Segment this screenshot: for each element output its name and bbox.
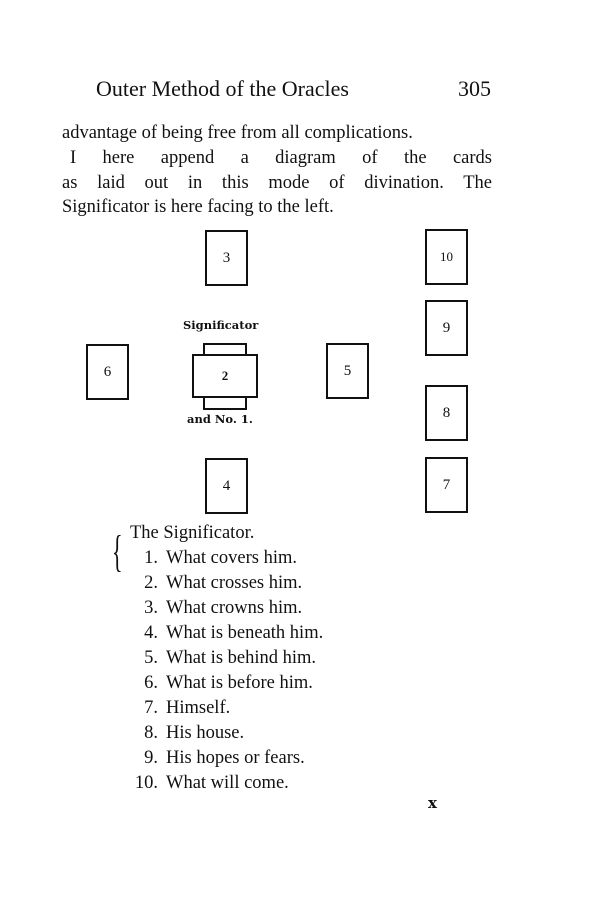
card-8: 8: [425, 385, 468, 441]
list-item: 9.His hopes or fears.: [144, 748, 305, 768]
card-6: 6: [86, 344, 129, 400]
list-item: 5.What is behind him.: [144, 648, 317, 668]
card-4: 4: [205, 458, 248, 514]
list-item: 4.What is beneath him.: [144, 623, 324, 643]
body-paragraph: advantage of being free from all complic…: [62, 121, 492, 220]
list-item: 6.What is before him.: [144, 673, 313, 693]
card-7: 7: [425, 457, 468, 513]
card-9: 9: [425, 300, 468, 356]
page-number: 305: [458, 76, 491, 101]
body-line: Significator is here facing to the left.: [62, 197, 334, 218]
card-2: 2: [192, 354, 258, 398]
body-line: I here append a diagram of the cards: [70, 147, 492, 168]
header-title: Outer Method of the Oracles: [96, 76, 349, 101]
list-item: 3.What crowns him.: [144, 598, 303, 618]
and-no-1-label: and No. 1.: [187, 412, 253, 426]
running-header: Outer Method of the Oracles 305: [96, 76, 491, 102]
list-item: 10.What will come.: [134, 773, 289, 793]
signature-mark: x: [428, 794, 437, 812]
card-5: 5: [326, 343, 369, 399]
list-item: 2.What crosses him.: [144, 573, 303, 593]
list-item: 8.His house.: [144, 723, 245, 743]
body-line: as laid out in this mode of divination. …: [62, 172, 492, 193]
list-item: The Significator.: [130, 523, 255, 543]
significator-label: Significator: [183, 318, 259, 332]
brace: {: [112, 527, 123, 576]
card-3: 3: [205, 230, 248, 286]
list-item: 1.What covers him.: [144, 548, 297, 568]
card-10: 10: [425, 229, 468, 285]
body-line: advantage of being free from all complic…: [62, 123, 413, 143]
list-item: 7.Himself.: [144, 698, 231, 718]
